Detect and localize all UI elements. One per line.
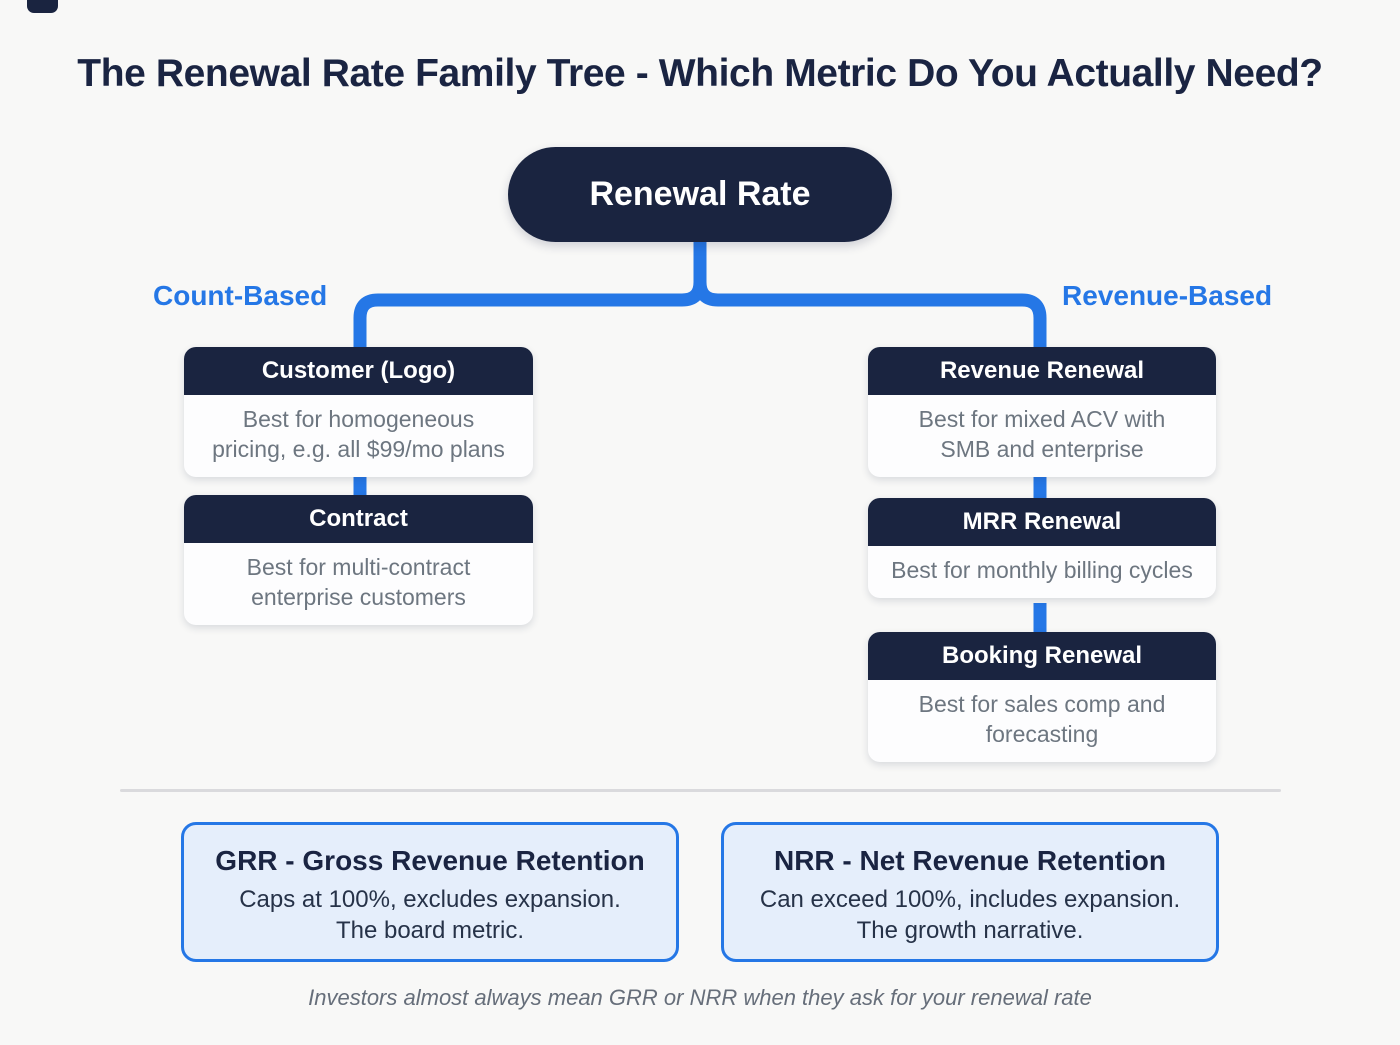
card-title: Booking Renewal xyxy=(868,632,1216,680)
callout-description: Can exceed 100%, includes expansion. The… xyxy=(759,886,1181,944)
callout-grr: GRR - Gross Revenue Retention Caps at 10… xyxy=(181,822,679,962)
callout-nrr: NRR - Net Revenue Retention Can exceed 1… xyxy=(721,822,1219,962)
card-booking-renewal: Booking Renewal Best for sales comp and … xyxy=(868,632,1216,762)
card-revenue-renewal: Revenue Renewal Best for mixed ACV with … xyxy=(868,347,1216,477)
page-title: The Renewal Rate Family Tree - Which Met… xyxy=(77,52,1323,95)
card-mrr-renewal: MRR Renewal Best for monthly billing cyc… xyxy=(868,498,1216,598)
card-description: Best for sales comp and forecasting xyxy=(918,691,1166,747)
callout-title: GRR - Gross Revenue Retention xyxy=(215,845,645,876)
card-title: Contract xyxy=(184,495,533,543)
footnote: Investors almost always mean GRR or NRR … xyxy=(308,985,1092,1010)
card-description: Best for homogeneous pricing, e.g. all $… xyxy=(212,406,505,462)
card-description: Best for monthly billing cycles xyxy=(891,557,1193,583)
card-contract: Contract Best for multi-contract enterpr… xyxy=(184,495,533,625)
corner-artifact xyxy=(27,0,58,13)
card-title: Revenue Renewal xyxy=(868,347,1216,395)
connector-root-to-right-branch xyxy=(693,242,1047,350)
callout-description: Caps at 100%, excludes expansion. The bo… xyxy=(239,886,621,944)
section-divider xyxy=(120,789,1281,792)
root-node-renewal-rate: Renewal Rate xyxy=(508,147,892,242)
connector-root-to-left-branch xyxy=(353,242,707,350)
card-description: Best for multi-contract enterprise custo… xyxy=(246,554,471,610)
card-description: Best for mixed ACV with SMB and enterpri… xyxy=(918,406,1166,462)
callout-title: NRR - Net Revenue Retention xyxy=(773,845,1167,876)
branch-label-revenue-based: Revenue-Based xyxy=(1062,280,1273,311)
branch-label-count-based: Count-Based xyxy=(153,280,328,311)
card-title: Customer (Logo) xyxy=(184,347,533,395)
card-title: MRR Renewal xyxy=(868,498,1216,546)
card-customer-logo: Customer (Logo) Best for homogeneous pri… xyxy=(184,347,533,477)
